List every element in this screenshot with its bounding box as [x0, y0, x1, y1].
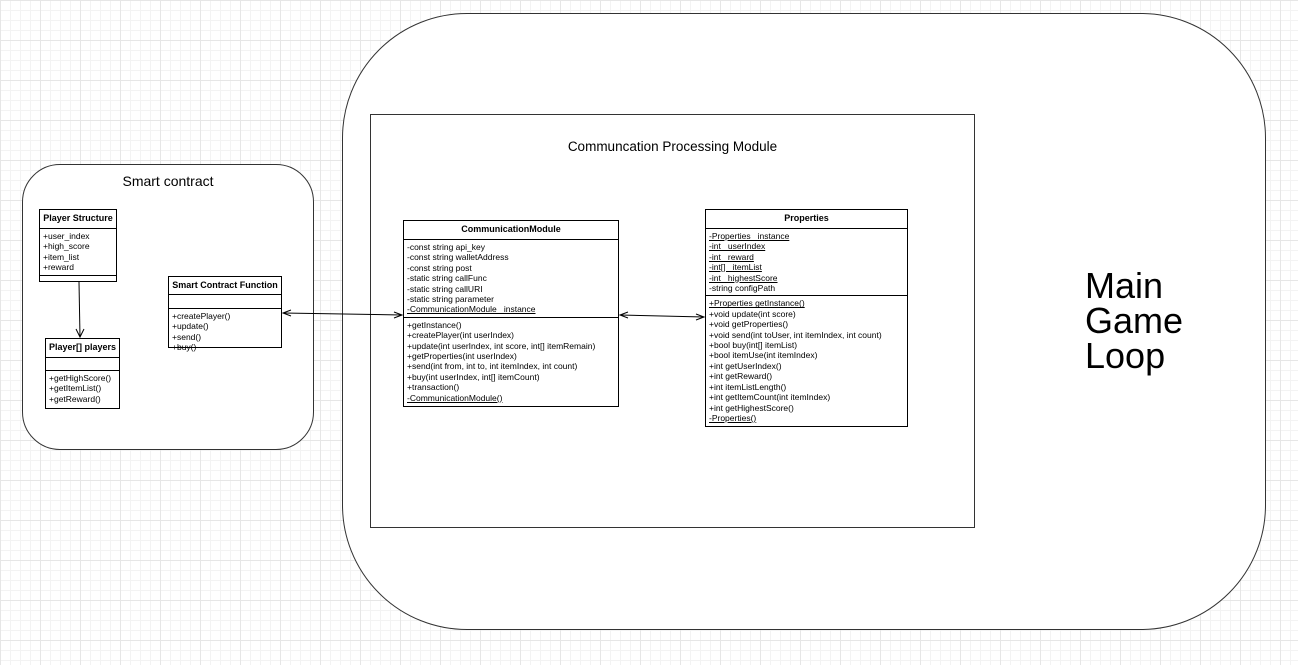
class-method: +update() — [172, 321, 209, 332]
structure-to-players-arrow — [78, 281, 81, 338]
class-method: +update(int userIndex, int score, int[] … — [407, 340, 596, 351]
class-name: Player Structure — [40, 210, 116, 229]
class-attribute-static: -int _userIndex — [709, 241, 766, 252]
class-attribute: -static string callFunc — [407, 273, 487, 284]
class-methods: +createPlayer() +update() +send() +buy() — [169, 309, 281, 355]
main-game-loop-line: Main — [1085, 265, 1164, 306]
class-name: Player[] players — [46, 339, 119, 358]
class-method: +void getProperties() — [709, 319, 789, 330]
class-attribute: -const string walletAddress — [407, 252, 509, 263]
player-structure-class[interactable]: Player Structure +user_index +high_score… — [39, 209, 117, 282]
class-methods: +getInstance() +createPlayer(int userInd… — [404, 318, 618, 405]
class-attribute-static: -Properties _instance — [709, 231, 790, 241]
class-attribute-static: -int _reward — [709, 251, 754, 262]
properties-side-arrowhead — [695, 313, 706, 321]
class-name: CommunicationModule — [404, 221, 618, 240]
class-methods: +Properties getInstance() +void update(i… — [706, 296, 907, 425]
class-method: +getProperties(int userIndex) — [407, 351, 517, 362]
properties-class[interactable]: Properties -Properties _instance -int _u… — [705, 209, 908, 427]
processing-module-title: Communcation Processing Module — [567, 139, 778, 154]
module-end-arrowhead — [393, 311, 404, 319]
structure-to-players-arrowhead — [75, 328, 85, 339]
function-end-arrowhead — [281, 309, 292, 317]
class-attribute-static: -int[] _itemList — [709, 262, 762, 273]
class-method: +transaction() — [407, 382, 460, 393]
class-method-static: -CommunicationModule() — [407, 392, 503, 403]
class-method: +getInstance() — [407, 319, 462, 330]
class-method-static: -Properties() — [709, 412, 757, 423]
class-method: +int getUserIndex() — [709, 360, 782, 371]
class-attribute: -static string parameter — [407, 294, 494, 305]
class-attributes: -const string api_key -const string wall… — [404, 240, 618, 318]
class-methods: +getHighScore() +getItemList() +getRewar… — [46, 371, 119, 406]
class-attributes: +user_index +high_score +item_list +rewa… — [40, 229, 116, 276]
class-attribute: -const string api_key — [407, 242, 485, 252]
class-method: +getReward() — [49, 393, 101, 404]
class-attribute: +high_score — [43, 241, 90, 252]
class-method: +int itemListLength() — [709, 381, 787, 392]
class-method: +void update(int score) — [709, 308, 796, 319]
class-name: Properties — [706, 210, 907, 229]
class-attributes — [46, 358, 119, 371]
class-attribute: +reward — [43, 262, 74, 273]
class-attribute: -static string callURI — [407, 283, 483, 294]
players-array-class[interactable]: Player[] players +getHighScore() +getIte… — [45, 338, 120, 409]
main-game-loop-label: Main Game Loop — [1085, 265, 1235, 376]
class-method: +int getReward() — [709, 371, 773, 382]
smart-contract-function-class[interactable]: Smart Contract Function +createPlayer() … — [168, 276, 282, 352]
class-attribute: -const string post — [407, 262, 472, 273]
class-name: Smart Contract Function — [169, 277, 281, 295]
class-attribute: +user_index — [43, 231, 90, 241]
module-to-properties-connector — [619, 314, 705, 318]
smart-contract-title: Smart contract — [122, 173, 214, 189]
class-method: +bool buy(int[] itemList) — [709, 340, 798, 351]
class-method: +send(int from, int to, int itemIndex, i… — [407, 361, 578, 372]
function-to-module-connector — [282, 312, 403, 316]
class-attribute: -string configPath — [709, 283, 776, 294]
class-method: +createPlayer(int userIndex) — [407, 330, 515, 341]
class-attributes — [169, 295, 281, 309]
main-game-loop-line: Loop — [1085, 335, 1166, 376]
module-side-arrowhead — [618, 311, 629, 319]
class-method: +bool itemUse(int itemIndex) — [709, 350, 818, 361]
class-method-static: +Properties getInstance() — [709, 298, 805, 309]
class-attribute-static: -int _highestScore — [709, 272, 778, 283]
class-attribute: +item_list — [43, 251, 80, 262]
class-method: +void send(int toUser, int itemIndex, in… — [709, 329, 882, 340]
communication-module-class[interactable]: CommunicationModule -const string api_ke… — [403, 220, 619, 407]
class-method: +getHighScore() — [49, 373, 112, 383]
class-method: +send() — [172, 331, 202, 342]
class-method: +buy(int userIndex, int[] itemCount) — [407, 371, 540, 382]
class-attribute-static: -CommunicationModule _instance — [407, 304, 536, 315]
main-game-loop-line: Game — [1085, 300, 1184, 341]
class-method: +getItemList() — [49, 383, 102, 394]
class-method: +buy() — [172, 342, 197, 353]
class-method: +int getHighestScore() — [709, 402, 794, 413]
class-method: +createPlayer() — [172, 311, 231, 321]
class-attributes: -Properties _instance -int _userIndex -i… — [706, 229, 907, 297]
class-method: +int getItemCount(int itemIndex) — [709, 392, 831, 403]
